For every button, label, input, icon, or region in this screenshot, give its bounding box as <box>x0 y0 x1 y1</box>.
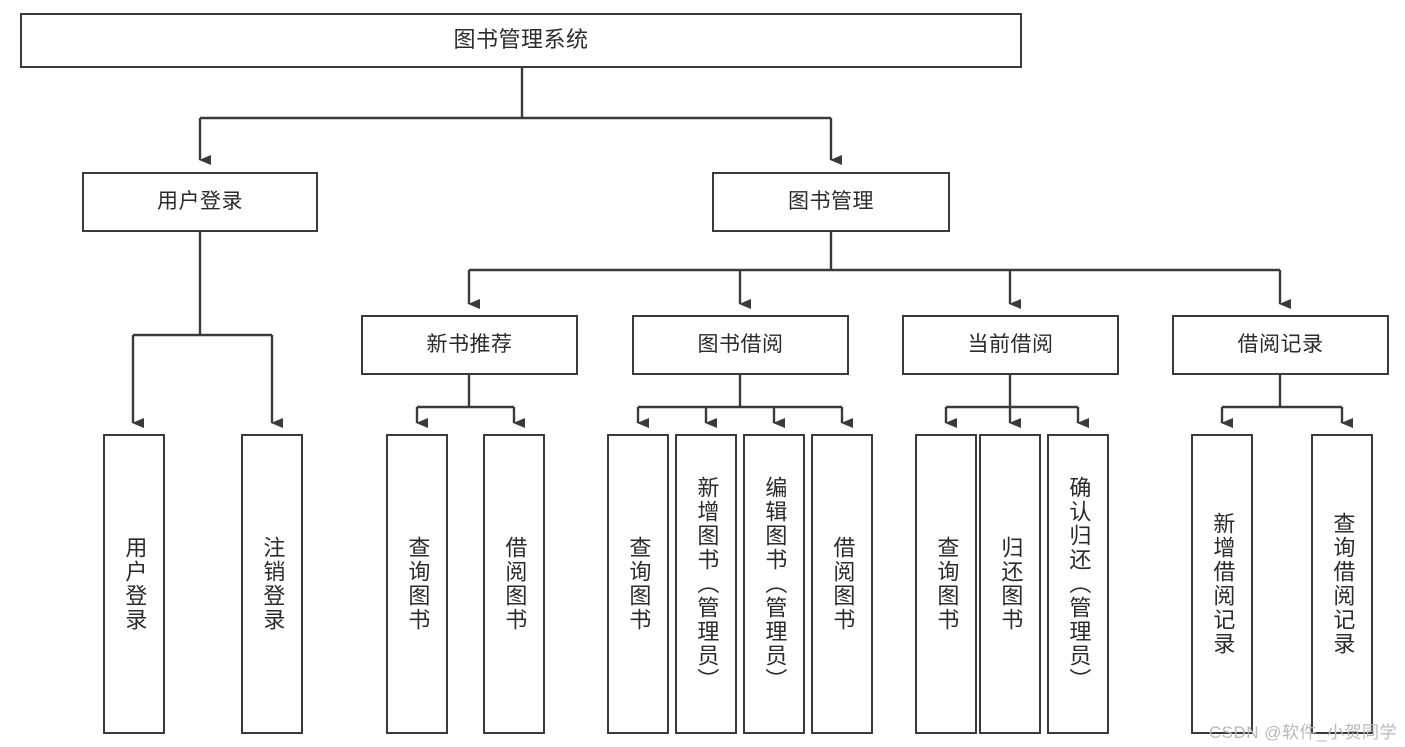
node-leaf-add-book-admin[interactable]: 新增图书（管理员） <box>675 434 737 734</box>
node-label: 新书推荐 <box>426 333 513 357</box>
node-label: 用户登录 <box>122 536 148 632</box>
node-label: 图书管理 <box>788 190 874 214</box>
node-leaf-logout[interactable]: 注销登录 <box>241 434 303 734</box>
node-borrow-record[interactable]: 借阅记录 <box>1172 315 1389 375</box>
node-label: 查询图书 <box>626 536 652 632</box>
node-book-management[interactable]: 图书管理 <box>712 172 950 232</box>
node-label: 归还图书 <box>998 536 1024 632</box>
node-label: 借阅图书 <box>830 536 856 632</box>
node-label: 查询借阅记录 <box>1330 512 1356 656</box>
node-label: 注销登录 <box>260 536 286 632</box>
node-label: 借阅记录 <box>1237 333 1324 357</box>
node-leaf-query-book-current[interactable]: 查询图书 <box>915 434 977 734</box>
node-leaf-borrow-book[interactable]: 借阅图书 <box>811 434 873 734</box>
node-leaf-query-book-recommend[interactable]: 查询图书 <box>386 434 448 734</box>
node-leaf-user-login[interactable]: 用户登录 <box>103 434 165 734</box>
node-label: 图书管理系统 <box>453 27 589 53</box>
node-label: 新增图书（管理员） <box>694 476 720 692</box>
node-leaf-confirm-return-admin[interactable]: 确认归还（管理员） <box>1047 434 1109 734</box>
node-label: 查询图书 <box>934 536 960 632</box>
node-leaf-borrow-book-recommend[interactable]: 借阅图书 <box>483 434 545 734</box>
node-leaf-query-book-borrow[interactable]: 查询图书 <box>607 434 669 734</box>
node-user-login[interactable]: 用户登录 <box>82 172 318 232</box>
node-label: 当前借阅 <box>967 333 1054 357</box>
node-book-borrow[interactable]: 图书借阅 <box>632 315 849 375</box>
node-label: 编辑图书（管理员） <box>762 476 788 692</box>
node-leaf-query-borrow-record[interactable]: 查询借阅记录 <box>1311 434 1373 734</box>
node-root-book-management-system[interactable]: 图书管理系统 <box>20 13 1022 68</box>
node-label: 图书借阅 <box>697 333 784 357</box>
watermark: CSDN @软件_小贺同学 <box>1208 723 1397 742</box>
node-label: 确认归还（管理员） <box>1066 476 1092 692</box>
node-new-book-recommend[interactable]: 新书推荐 <box>361 315 578 375</box>
node-label: 新增借阅记录 <box>1210 512 1236 656</box>
node-leaf-add-borrow-record[interactable]: 新增借阅记录 <box>1191 434 1253 734</box>
node-label: 查询图书 <box>405 536 431 632</box>
node-leaf-return-book[interactable]: 归还图书 <box>979 434 1041 734</box>
node-label: 用户登录 <box>157 190 243 214</box>
node-label: 借阅图书 <box>502 536 528 632</box>
node-current-borrow[interactable]: 当前借阅 <box>902 315 1119 375</box>
node-leaf-edit-book-admin[interactable]: 编辑图书（管理员） <box>743 434 805 734</box>
